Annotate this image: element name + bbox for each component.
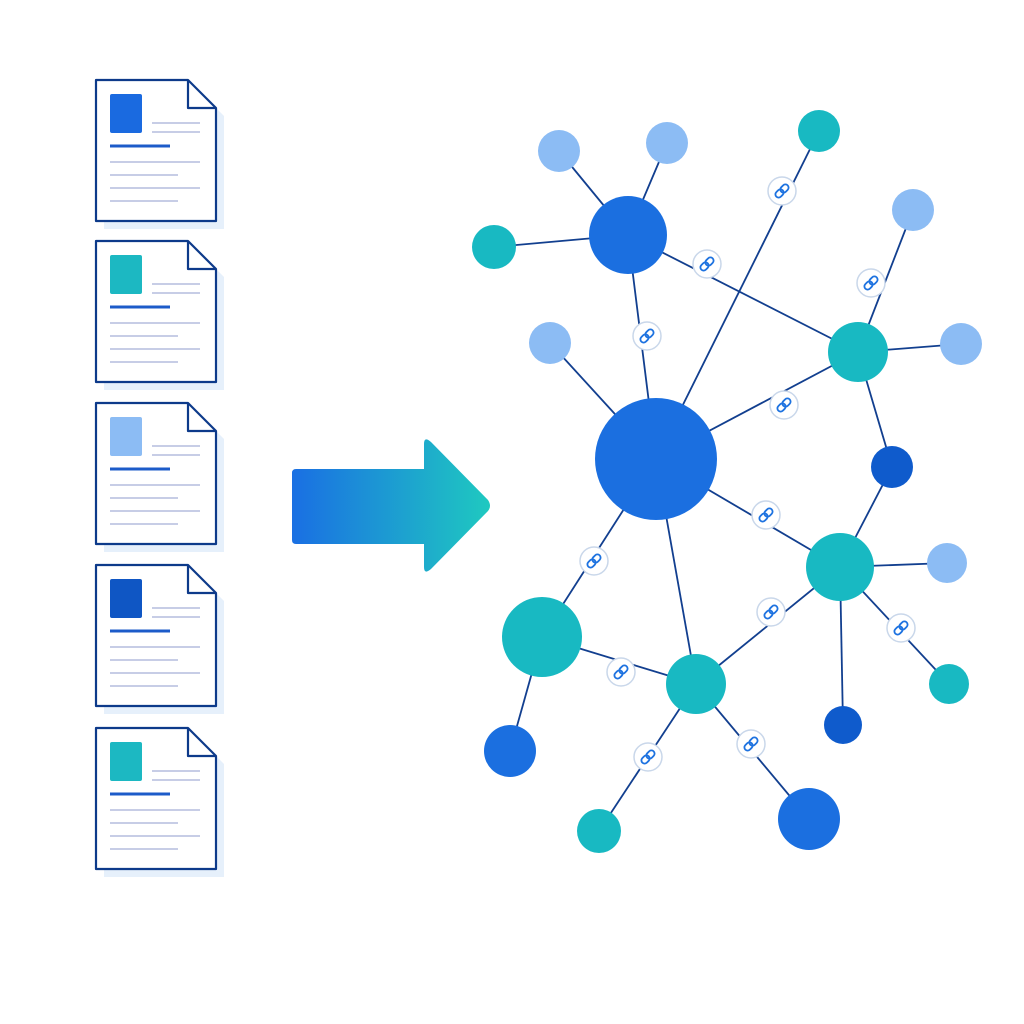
chain-link-icon <box>776 397 792 413</box>
link-badge <box>579 546 609 576</box>
document-fold <box>186 403 216 433</box>
document-image-block <box>110 94 142 133</box>
link-badge <box>606 657 636 687</box>
chain-link-icon <box>758 507 774 523</box>
link-badge-circle <box>606 657 636 687</box>
document-fold <box>186 565 216 595</box>
link-badge-circle <box>751 500 781 530</box>
link-badge <box>767 176 797 206</box>
graph-node-teal <box>929 664 969 704</box>
graph-node-light <box>940 323 982 365</box>
graph-node-teal <box>577 809 621 853</box>
document-image-block <box>110 417 142 456</box>
link-badge-circle <box>886 613 916 643</box>
graph-node-blue <box>589 196 667 274</box>
link-badge-circle <box>579 546 609 576</box>
chain-link-icon <box>863 275 879 291</box>
transform-arrow <box>292 439 490 572</box>
graph-node-light <box>927 543 967 583</box>
graph-node-teal <box>806 533 874 601</box>
graph-hub-node <box>595 398 717 520</box>
link-badge <box>886 613 916 643</box>
link-badge <box>633 742 663 772</box>
link-badge-circle <box>767 176 797 206</box>
link-badge <box>692 249 722 279</box>
document-2 <box>94 239 224 390</box>
graph-nodes <box>472 110 982 853</box>
link-badge <box>632 321 662 351</box>
arrow-right-icon <box>292 439 490 572</box>
document-image-block <box>110 579 142 618</box>
chain-link-icon <box>613 664 629 680</box>
chain-link-icon <box>586 553 602 569</box>
document-fold <box>186 728 216 758</box>
document-1 <box>94 78 224 229</box>
graph-node-teal <box>502 597 582 677</box>
graph-node-teal <box>666 654 726 714</box>
document-5 <box>94 726 224 877</box>
graph-node-light <box>538 130 580 172</box>
graph-node-light <box>529 322 571 364</box>
document-image-block <box>110 742 142 781</box>
document-fold <box>186 241 216 271</box>
graph-node-teal <box>798 110 840 152</box>
graph-node-light <box>892 189 934 231</box>
link-badge <box>736 729 766 759</box>
link-badge-circle <box>769 390 799 420</box>
chain-link-icon <box>699 256 715 272</box>
link-badge-circle <box>856 268 886 298</box>
document-image-block <box>110 255 142 294</box>
link-badge-circle <box>756 597 786 627</box>
document-stack <box>94 78 224 877</box>
graph-node-blue <box>778 788 840 850</box>
chain-link-icon <box>640 749 656 765</box>
chain-link-icon <box>639 328 655 344</box>
chain-link-icon <box>763 604 779 620</box>
document-fold <box>186 80 216 110</box>
chain-link-icon <box>893 620 909 636</box>
graph-link-badges <box>579 176 916 772</box>
graph-node-dark <box>824 706 862 744</box>
link-badge-circle <box>692 249 722 279</box>
document-4 <box>94 563 224 714</box>
link-badge-circle <box>633 742 663 772</box>
graph-node-dark <box>871 446 913 488</box>
graph-node-teal <box>828 322 888 382</box>
link-badge <box>769 390 799 420</box>
graph-edge <box>627 234 859 353</box>
link-badge <box>856 268 886 298</box>
link-badge <box>751 500 781 530</box>
chain-link-icon <box>774 183 790 199</box>
link-badge-circle <box>632 321 662 351</box>
graph-node-teal <box>472 225 516 269</box>
document-3 <box>94 401 224 552</box>
graph-node-light <box>646 122 688 164</box>
graph-node-blue <box>484 725 536 777</box>
link-badge <box>756 597 786 627</box>
